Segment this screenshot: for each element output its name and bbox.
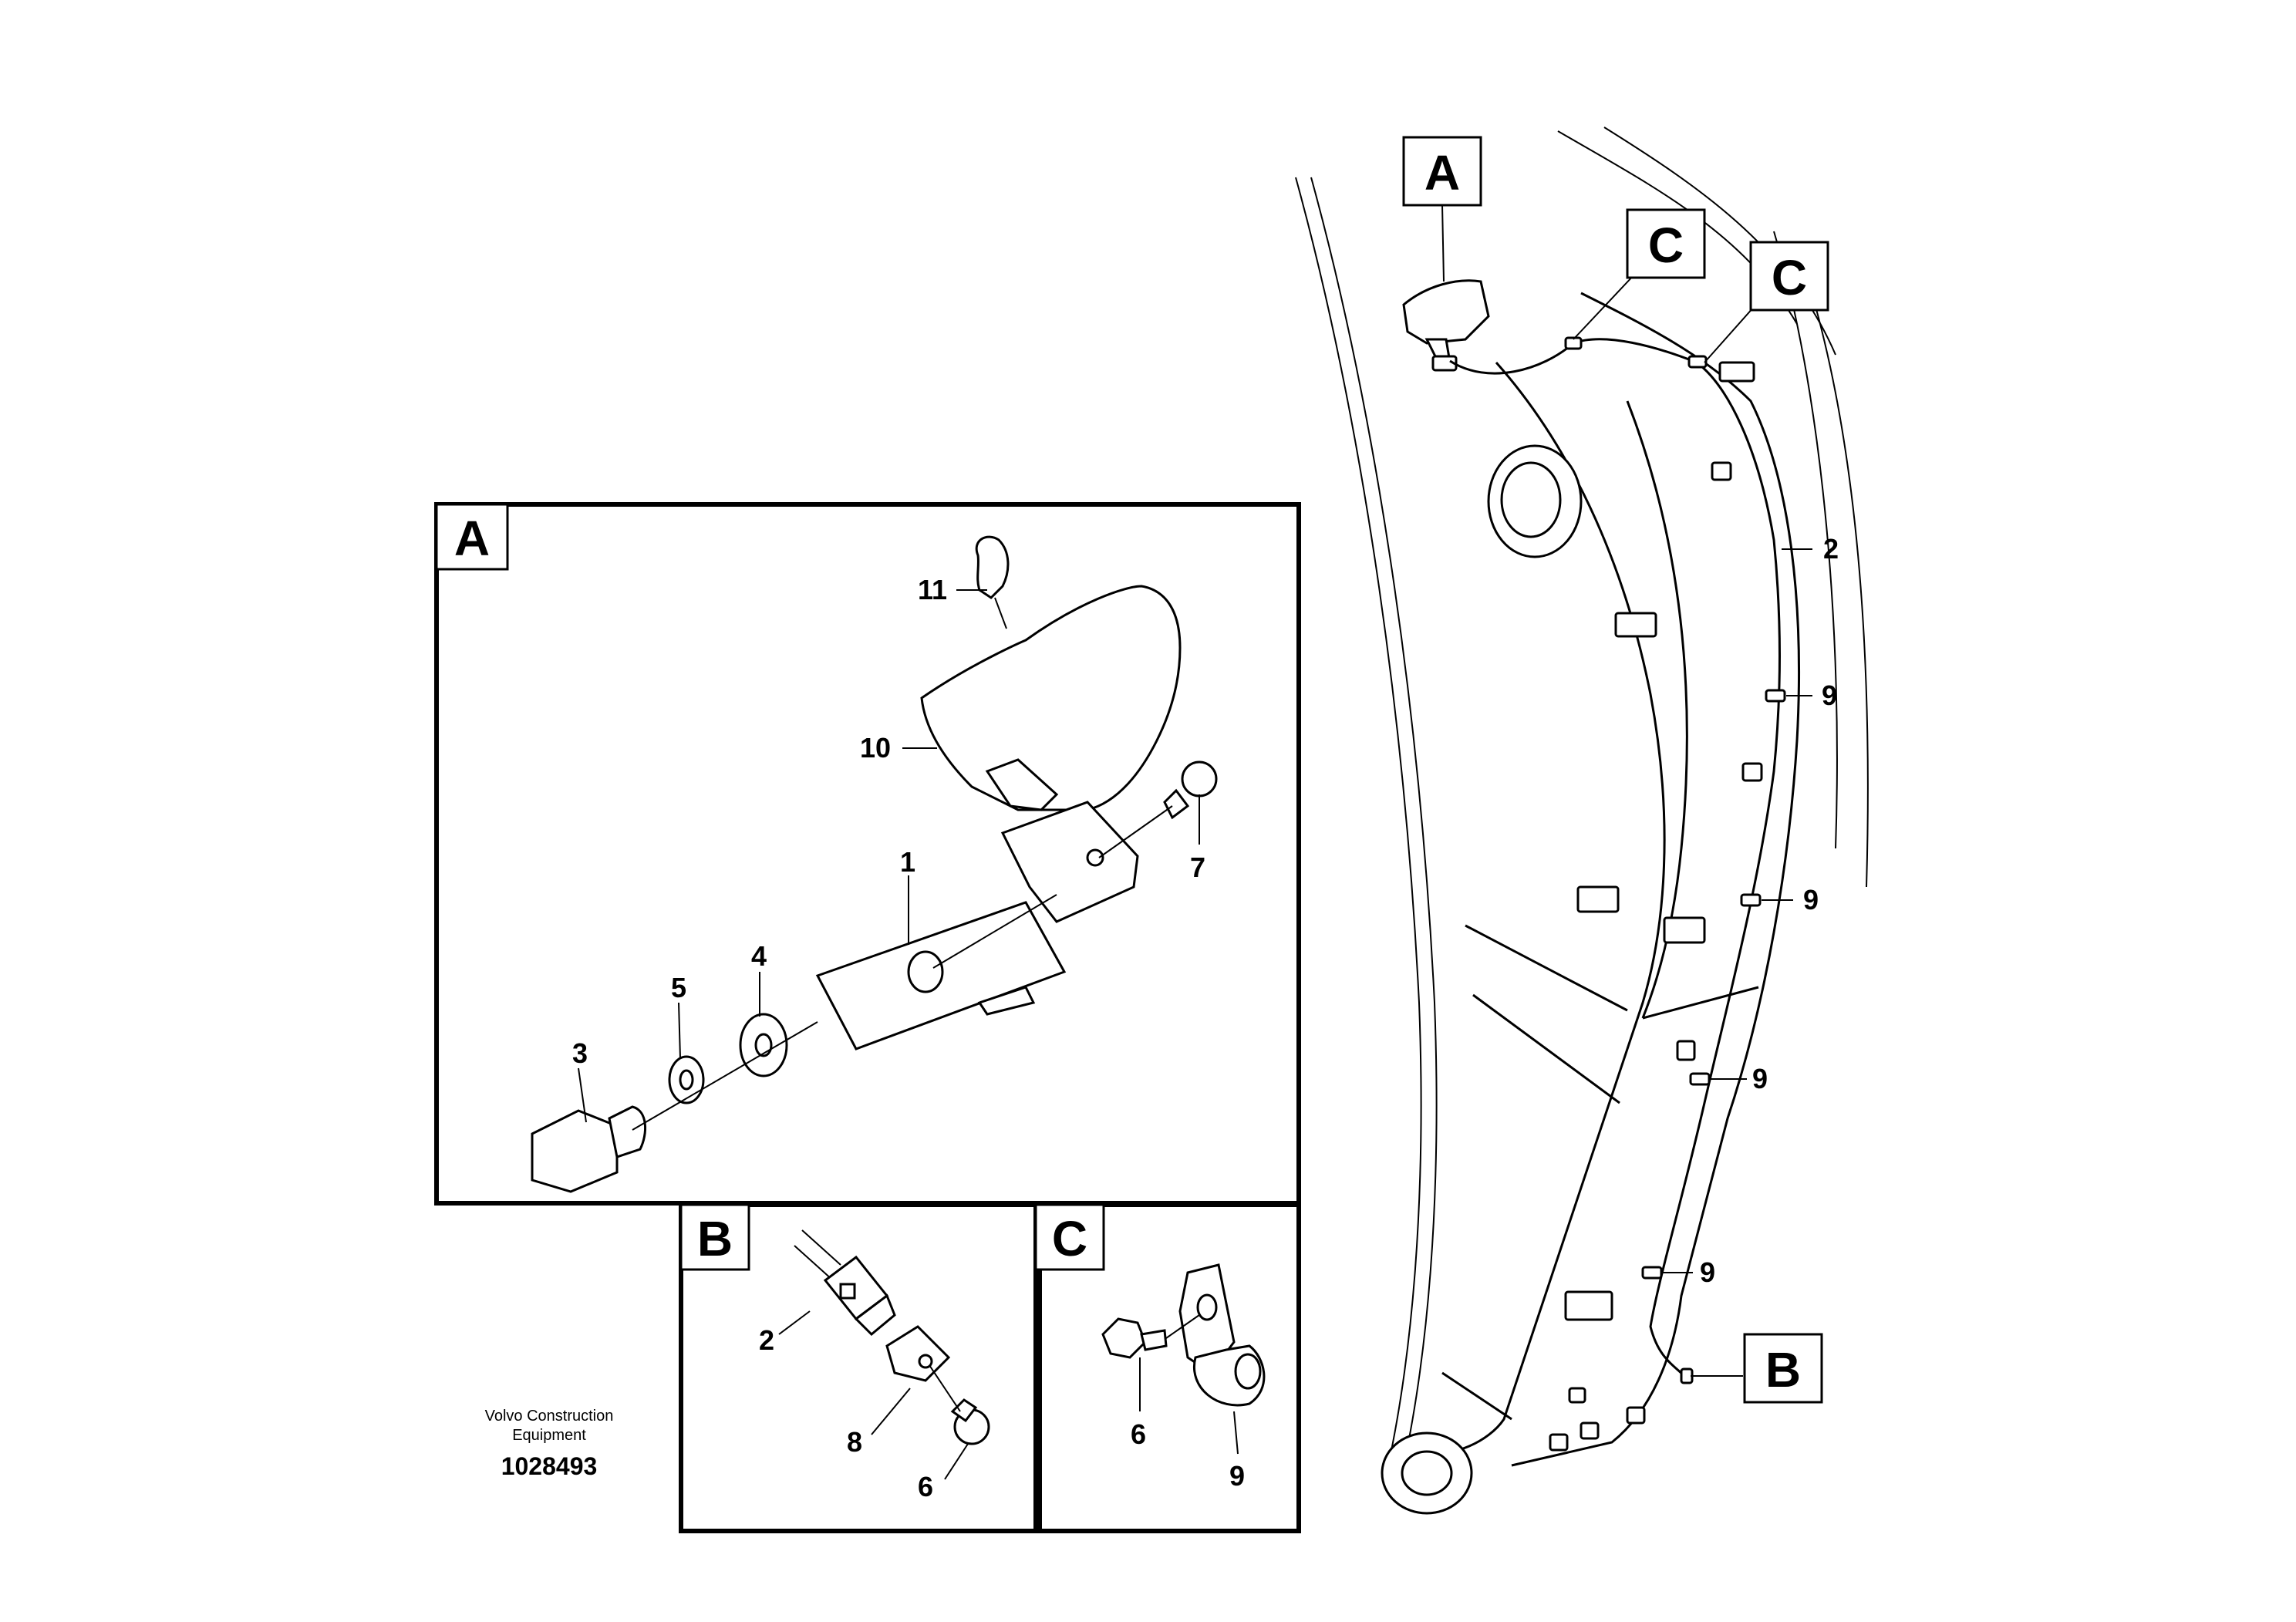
boom-leader-lines bbox=[1441, 204, 1812, 1377]
detail-letter-a: A bbox=[454, 511, 490, 566]
detail-letter-c-boom-2: C bbox=[1772, 250, 1807, 305]
detail-label-box-c-boom-2: C bbox=[1749, 241, 1829, 312]
detail-letter-c: C bbox=[1052, 1211, 1087, 1266]
detail-label-box-a-boom: A bbox=[1402, 136, 1482, 207]
part-number-2-detail-b: 2 bbox=[759, 1324, 774, 1356]
part-number-9-boom-2: 9 bbox=[1803, 884, 1819, 916]
detail-letter-c-boom-1: C bbox=[1648, 218, 1684, 273]
detail-letter-b: B bbox=[697, 1211, 733, 1266]
detail-label-box-b-boom: B bbox=[1743, 1333, 1823, 1404]
part-number-9-boom-4: 9 bbox=[1700, 1256, 1715, 1288]
part-number-8: 8 bbox=[847, 1426, 862, 1458]
part-number-2-boom: 2 bbox=[1823, 533, 1839, 565]
detail-c-panel: C 6 9 bbox=[1033, 1202, 1301, 1533]
detail-letter-b-boom: B bbox=[1765, 1342, 1801, 1398]
part-number-9-detail-c: 9 bbox=[1229, 1460, 1245, 1492]
boom-arm-drawing bbox=[1295, 126, 1869, 1515]
detail-a-panel: A 1 bbox=[434, 502, 1301, 1206]
credit-line-1: Volvo Construction bbox=[485, 1408, 614, 1425]
detail-b-panel: B 2 8 6 bbox=[679, 1202, 1042, 1533]
boom-sensor-and-harness bbox=[1402, 279, 1786, 1384]
part-number-6-detail-c: 6 bbox=[1131, 1418, 1146, 1450]
part-number-7: 7 bbox=[1190, 851, 1205, 883]
part-number-1: 1 bbox=[900, 846, 915, 878]
detail-letter-a-boom: A bbox=[1424, 145, 1460, 201]
illustration-number: 1028493 bbox=[501, 1452, 598, 1480]
credit-block: Volvo Construction Equipment 1028493 bbox=[485, 1408, 614, 1480]
part-number-4: 4 bbox=[751, 940, 767, 972]
part-number-3: 3 bbox=[572, 1037, 588, 1069]
credit-line-2: Equipment bbox=[512, 1427, 586, 1444]
part-number-9-boom-3: 9 bbox=[1752, 1063, 1768, 1094]
part-number-10: 10 bbox=[860, 732, 891, 764]
detail-label-box-c-boom-1: C bbox=[1626, 208, 1706, 279]
part-number-5: 5 bbox=[671, 972, 686, 1003]
part-number-9-boom-1: 9 bbox=[1822, 679, 1837, 711]
part-number-11: 11 bbox=[918, 574, 947, 605]
part-number-6-detail-b: 6 bbox=[918, 1471, 933, 1502]
